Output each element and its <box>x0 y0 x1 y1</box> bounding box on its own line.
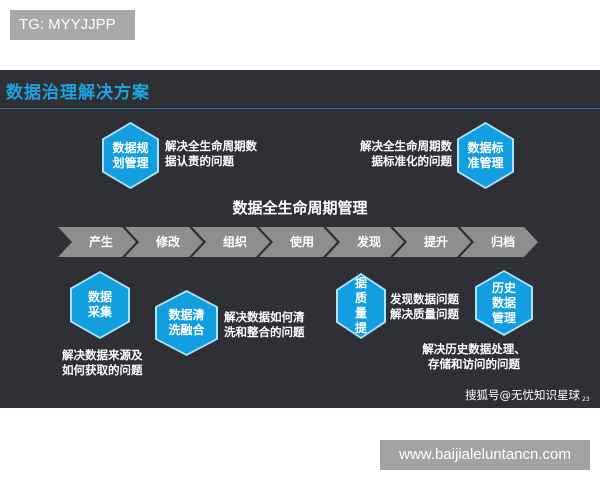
stage-discover: 发现 <box>326 227 404 257</box>
hexagon-data-standard: 数据标准管理 <box>457 122 514 189</box>
lifecycle-title: 数据全生命周期管理 <box>232 199 368 217</box>
hexagon-label: 数据质量提升 <box>338 275 384 337</box>
page-number: 23 <box>582 396 590 403</box>
hexagon-label: 数据采集 <box>72 273 128 337</box>
hexagon-history-data: 历史数据管理 <box>475 270 533 336</box>
desc-line: 解决全生命周期数 <box>360 139 452 153</box>
desc-data-quality: 发现数据问题解决质量问题 <box>390 292 459 322</box>
slide: 数据治理解决方案 数据规划管理 解决全生命周期数据认责的问题 数据标准管理 解决… <box>0 70 600 408</box>
stage-modify: 修改 <box>125 227 203 257</box>
watermark: 搜狐号@无忧知识星球 <box>465 388 580 402</box>
desc-data-cleansing: 解决数据如何清洗和整合的问题 <box>224 310 305 340</box>
stage-improve: 提升 <box>393 227 471 257</box>
url-label: www.baijialeluntancn.com <box>380 440 590 470</box>
desc-history-data: 解决历史数据处理、存储和访问的问题 <box>418 342 530 372</box>
title-divider <box>0 108 600 109</box>
hexagon-label: 数据标准管理 <box>459 124 512 187</box>
desc-line: 解决数据如何清 <box>224 310 305 324</box>
stage-use: 使用 <box>259 227 337 257</box>
desc-line: 解决质量问题 <box>390 307 459 321</box>
stage-archive: 归档 <box>460 227 538 257</box>
hexagon-label: 数据规划管理 <box>104 124 157 187</box>
desc-data-planning: 解决全生命周期数据认责的问题 <box>165 139 257 169</box>
hexagon-label: 数据清洗融合 <box>157 292 216 354</box>
desc-line: 据认责的问题 <box>165 154 234 168</box>
desc-line: 据标准化的问题 <box>371 154 453 168</box>
desc-data-standard: 解决全生命周期数据标准化的问题 <box>352 139 452 169</box>
hexagon-data-cleansing: 数据清洗融合 <box>155 290 218 356</box>
desc-line: 洗和整合的问题 <box>224 325 305 339</box>
desc-line: 如何获取的问题 <box>62 363 143 377</box>
desc-line: 解决数据来源及 <box>62 348 143 362</box>
hexagon-data-planning: 数据规划管理 <box>102 122 159 189</box>
tg-label: TG: MYYJJPP <box>10 10 135 40</box>
stage-organize: 组织 <box>192 227 270 257</box>
desc-line: 解决全生命周期数 <box>165 139 257 153</box>
hexagon-data-quality: 数据质量提升 <box>336 273 386 339</box>
desc-line: 存储和访问的问题 <box>428 357 520 371</box>
desc-data-collection: 解决数据来源及如何获取的问题 <box>62 348 143 378</box>
slide-title: 数据治理解决方案 <box>6 83 150 103</box>
hexagon-label: 历史数据管理 <box>477 272 531 334</box>
stage-produce: 产生 <box>58 227 136 257</box>
hexagon-data-collection: 数据采集 <box>70 271 130 339</box>
desc-line: 解决历史数据处理、 <box>422 342 526 356</box>
desc-line: 发现数据问题 <box>390 292 459 306</box>
